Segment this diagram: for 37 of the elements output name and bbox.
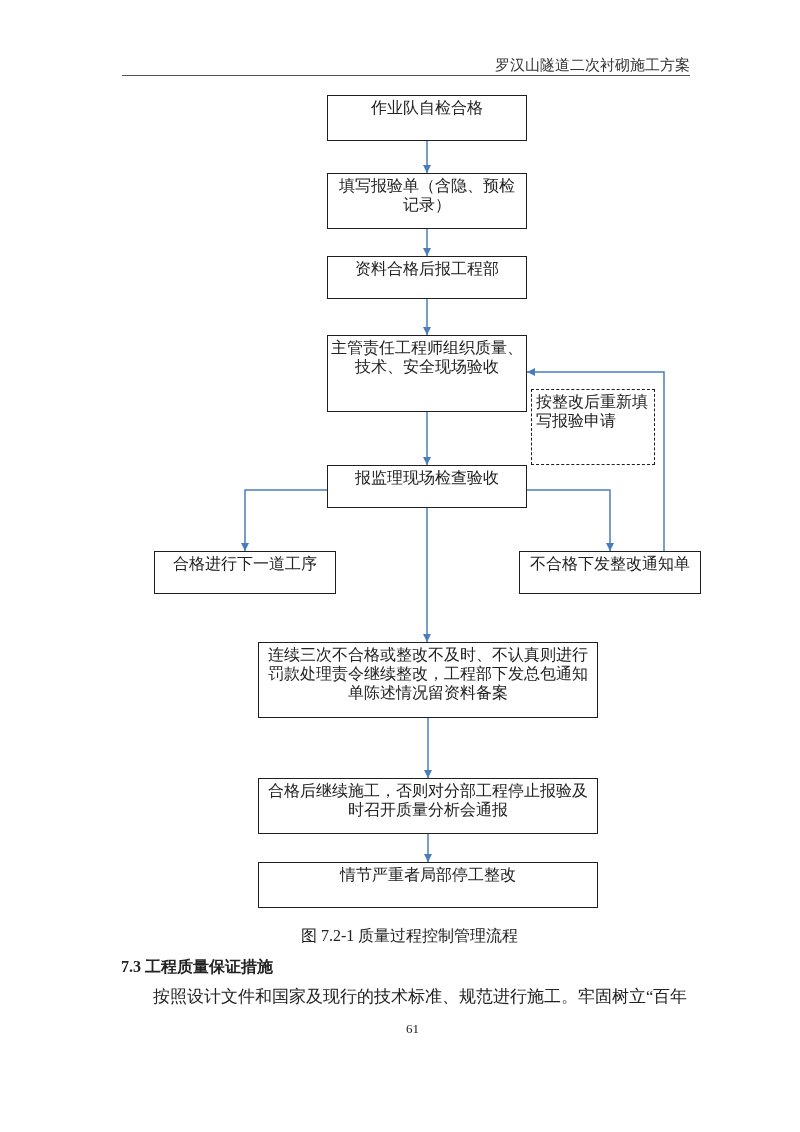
dashed-note-box xyxy=(531,389,655,465)
process-box xyxy=(327,465,527,508)
step-text: 主管责任工程师组织质量、技术、安全现场验收 xyxy=(330,338,524,376)
page-number: 61 xyxy=(406,1021,419,1037)
step-text: 不合格下发整改通知单 xyxy=(529,554,691,573)
arrow xyxy=(423,298,431,336)
process-box xyxy=(327,173,527,229)
arrow xyxy=(424,717,432,779)
step-text: 合格后继续施工，否则对分部工程停止报验及时召开质量分析会通报 xyxy=(267,781,589,819)
step-text: 填写报验单（含隐、预检记录） xyxy=(338,176,516,214)
arrow xyxy=(526,368,665,552)
arrow xyxy=(423,228,431,257)
process-box xyxy=(327,256,527,299)
step-text: 情节严重者局部停工整改 xyxy=(338,865,517,884)
arrow xyxy=(424,833,432,863)
arrow xyxy=(423,411,431,466)
arrow xyxy=(241,489,328,552)
header-title: 罗汉山隧道二次衬砌施工方案 xyxy=(495,56,690,74)
process-box xyxy=(327,95,527,141)
figure-caption: 图 7.2-1 质量过程控制管理流程 xyxy=(301,926,519,946)
body-paragraph: 按照设计文件和国家及现行的技术标准、规范进行施工。牢固树立“百年 xyxy=(153,987,688,1007)
step-text: 合格进行下一道工序 xyxy=(172,554,318,573)
note-text: 按整改后重新填写报验申请 xyxy=(536,392,649,430)
arrow xyxy=(526,489,614,552)
step-text: 资料合格后报工程部 xyxy=(354,259,500,278)
process-box xyxy=(258,778,598,834)
step-text: 连续三次不合格或整改不及时、不认真则进行罚款处理责令继续整改，工程部下发总包通知单陈述情况留资料备案 xyxy=(267,645,589,702)
process-box xyxy=(327,335,527,412)
process-box xyxy=(258,862,598,908)
step-text: 作业队自检合格 xyxy=(370,98,484,117)
process-box xyxy=(154,551,336,594)
step-text: 报监理现场检查验收 xyxy=(354,468,500,487)
arrow xyxy=(423,507,431,643)
arrow xyxy=(423,140,431,174)
process-box xyxy=(258,642,598,718)
process-box xyxy=(519,551,701,594)
section-heading: 7.3 工程质量保证措施 xyxy=(121,957,273,977)
